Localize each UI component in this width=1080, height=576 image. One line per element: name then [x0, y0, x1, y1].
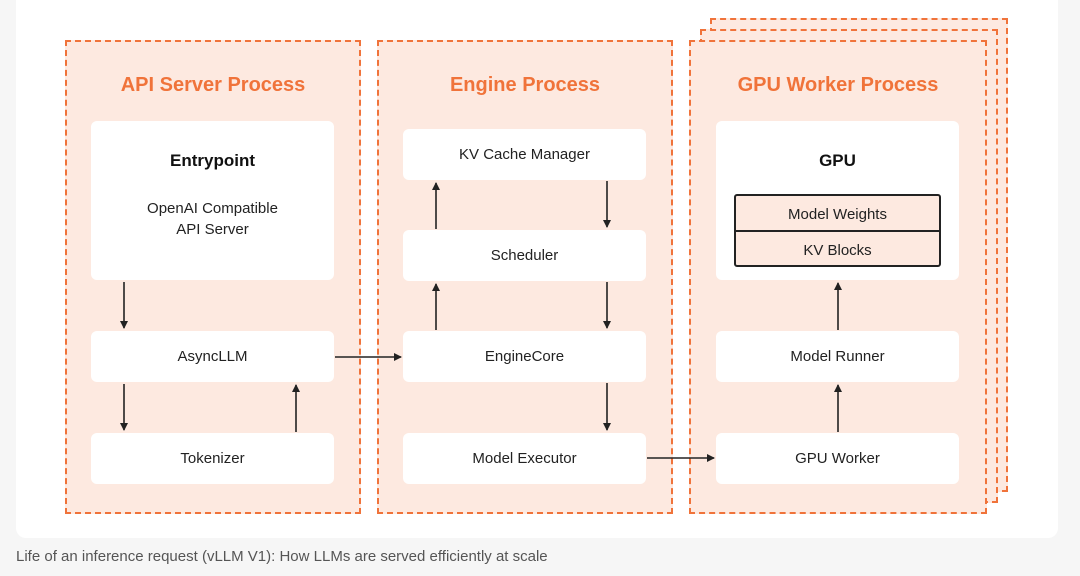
gpu-title: GPU: [819, 151, 856, 170]
engine-core-box: EngineCore: [403, 331, 646, 382]
async-llm-box: AsyncLLM: [91, 331, 334, 382]
gpu-stack-divider: [736, 230, 939, 232]
engine-process-title: Engine Process: [449, 74, 601, 96]
gpu-worker-box: GPU Worker: [716, 433, 959, 484]
gpu-memory-stack: Model Weights KV Blocks: [734, 194, 941, 267]
api-server-process-title: API Server Process: [120, 74, 306, 96]
entrypoint-title: Entrypoint: [170, 151, 255, 170]
figure-caption: Life of an inference request (vLLM V1): …: [16, 548, 548, 565]
scheduler-box: Scheduler: [403, 230, 646, 281]
model-executor-box: Model Executor: [403, 433, 646, 484]
gpu-worker-process-title: GPU Worker Process: [737, 74, 939, 96]
entrypoint-line2: API Server: [176, 221, 249, 238]
model-runner-box: Model Runner: [716, 331, 959, 382]
model-weights-cell: Model Weights: [788, 206, 887, 223]
kv-blocks-cell: KV Blocks: [803, 242, 872, 259]
entrypoint-line1: OpenAI Compatible: [147, 200, 278, 217]
kv-cache-manager-box: KV Cache Manager: [403, 129, 646, 180]
entrypoint-box: Entrypoint OpenAI Compatible API Server: [91, 121, 334, 280]
gpu-box: GPU Model Weights KV Blocks: [716, 121, 959, 280]
tokenizer-box: Tokenizer: [91, 433, 334, 484]
